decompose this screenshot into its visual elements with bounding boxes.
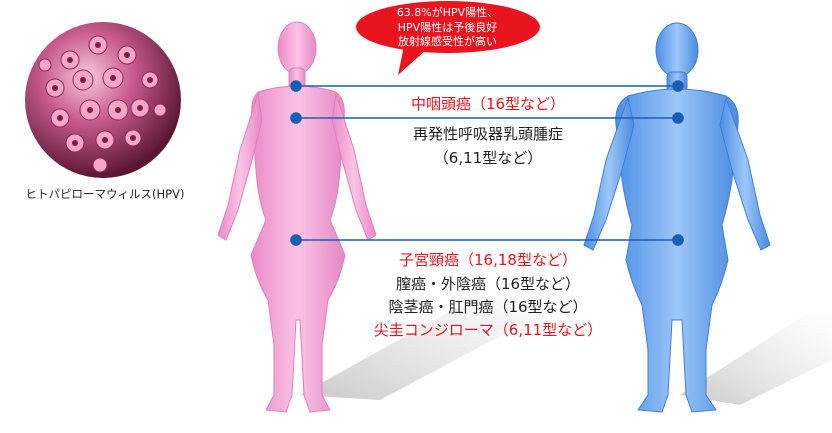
callout-line-2: HPV陽性は予後良好 — [397, 20, 498, 34]
label-cervical-cancer: 子宮頸癌（16,18型など） — [399, 251, 577, 269]
label-rrp-types: （6,11型など） — [433, 149, 543, 167]
label-penile-anal-cancer: 陰茎癌・肛門癌（16型など） — [388, 298, 588, 316]
callout-text: 63.8%がHPV陽性、 HPV陽性は予後良好 放射線感受性が高い — [360, 6, 535, 50]
male-figure — [583, 22, 771, 413]
connector-lines — [290, 80, 684, 246]
label-condyloma: 尖圭コンジローマ（6,11型など） — [373, 321, 603, 339]
hpv-virus-icon — [25, 22, 181, 178]
male-shadow — [680, 310, 832, 405]
label-oropharyngeal-cancer: 中咽頭癌（16型など） — [410, 95, 566, 113]
female-figure — [217, 21, 377, 413]
callout-bubble — [356, 1, 540, 75]
virus-caption: ヒトパピローマウィルス(HPV) — [25, 187, 185, 201]
callout-line-1: 63.8%がHPV陽性、 — [396, 6, 499, 19]
callout-line-3: 放射線感受性が高い — [398, 35, 497, 48]
female-shadow — [300, 285, 560, 400]
label-vaginal-vulvar-cancer: 膣癌・外陰癌（16型など） — [395, 275, 581, 293]
label-rrp: 再発性呼吸器乳頭腫症 — [412, 125, 563, 143]
